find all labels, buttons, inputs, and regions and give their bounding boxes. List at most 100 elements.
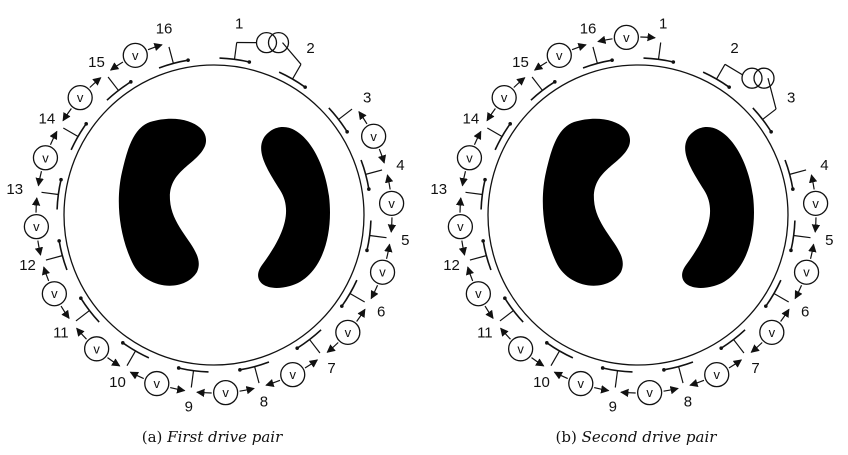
- source-coil-icon: [255, 32, 278, 54]
- voltmeter-icon: [122, 42, 148, 69]
- electrode-lead: [45, 255, 63, 261]
- electrode-terminal: [367, 187, 371, 191]
- electrode-9: 9: [176, 366, 209, 415]
- voltmeter-6-7: v: [750, 308, 790, 353]
- caption-label-b: (b): [555, 428, 577, 446]
- electrode-pad: [752, 107, 772, 133]
- electrode-pad: [360, 159, 370, 190]
- electrode-terminal: [295, 346, 299, 350]
- electrode-label-16: 16: [580, 21, 597, 38]
- electrode-4: 4: [784, 157, 829, 191]
- voltmeter-wire: [597, 35, 613, 44]
- voltmeter-label: v: [769, 325, 776, 340]
- voltmeter-label: v: [556, 48, 563, 63]
- voltmeter-9-10: v: [129, 370, 186, 397]
- electrode-label-11: 11: [477, 324, 493, 341]
- electrode-lead: [41, 191, 59, 196]
- electrode-lead: [678, 366, 684, 384]
- voltmeter-wire: [60, 305, 70, 320]
- voltmeter-icon: [67, 84, 93, 111]
- caption-label-a: (a): [141, 428, 163, 446]
- voltmeter-wire: [107, 357, 121, 367]
- electrode-lead: [773, 292, 789, 303]
- electrode-lead: [126, 350, 137, 366]
- voltmeter-14-15: v: [486, 77, 526, 122]
- electrode-12: 12: [19, 239, 68, 274]
- electrode-lead: [75, 310, 90, 322]
- electrode-terminal: [553, 80, 557, 84]
- electrode-5: 5: [789, 220, 834, 253]
- electrode-label-1: 1: [235, 16, 243, 33]
- tank-boundary: [63, 64, 365, 366]
- electrode-terminal: [610, 58, 614, 62]
- electrode-terminal: [481, 239, 485, 243]
- voltmeter-icon: [32, 145, 59, 171]
- voltmeter-wire: [794, 285, 803, 300]
- electrode-14: 14: [463, 111, 512, 151]
- electrode-label-7: 7: [327, 360, 335, 377]
- electrode-label-4: 4: [396, 157, 404, 174]
- electrode-lead: [614, 370, 619, 388]
- voltmeter-label: v: [42, 150, 49, 165]
- current-source: [236, 32, 302, 65]
- voltmeter-wire: [377, 148, 387, 164]
- voltmeter-icon: [360, 123, 387, 149]
- electrode-pad: [663, 361, 694, 371]
- electrode-lead: [789, 169, 807, 175]
- voltmeter-wire: [500, 327, 511, 340]
- electrode-terminal: [84, 122, 88, 126]
- voltmeter-icon: [447, 213, 474, 240]
- voltmeter-wire: [35, 171, 44, 187]
- electrode-label-13: 13: [430, 181, 447, 198]
- electrode-label-14: 14: [39, 111, 56, 128]
- electrode-lead: [715, 64, 726, 80]
- electrode-pad: [58, 240, 68, 271]
- electrode-label-8: 8: [260, 393, 268, 410]
- electrode-lead: [487, 127, 503, 138]
- voltmeter-wire: [147, 42, 163, 52]
- electrode-pad: [720, 329, 746, 349]
- electrode-lead: [793, 234, 811, 239]
- electrode-14: 14: [39, 111, 88, 151]
- voltmeter-12-13: v: [23, 197, 50, 256]
- voltmeter-label: v: [222, 385, 229, 400]
- electrode-label-12: 12: [443, 257, 460, 274]
- voltmeter-4-5: v: [378, 174, 405, 233]
- voltmeter-13-14: v: [456, 130, 483, 187]
- electrode-terminal: [303, 85, 307, 89]
- electrode-terminal: [186, 58, 190, 62]
- voltmeter-wire: [780, 308, 790, 322]
- electrode-label-6: 6: [377, 304, 385, 321]
- voltmeter-wire: [304, 359, 319, 369]
- electrode-label-15: 15: [512, 54, 529, 71]
- electrode-4: 4: [360, 157, 405, 191]
- voltmeter-label: v: [345, 325, 352, 340]
- voltmeter-label: v: [475, 286, 482, 301]
- inclusion-right: [258, 127, 330, 288]
- electrode-label-16: 16: [156, 21, 173, 38]
- voltmeter-wire: [553, 371, 568, 380]
- electrode-lead: [349, 292, 365, 303]
- voltmeter-wire: [49, 130, 58, 145]
- voltmeter-wire: [384, 243, 393, 259]
- electrode-lead: [338, 108, 353, 120]
- electrode-10: 10: [109, 341, 150, 391]
- voltmeter-wire: [513, 77, 526, 88]
- voltmeter-label: v: [132, 48, 139, 63]
- electrode-5: 5: [365, 220, 410, 253]
- voltmeter-icon: [41, 281, 68, 307]
- voltmeter-wire: [34, 240, 43, 256]
- source-coil-icon: [741, 67, 763, 89]
- electrode-label-13: 13: [6, 181, 23, 198]
- voltmeter-icon: [144, 370, 170, 397]
- electrode-lead: [499, 310, 514, 322]
- electrode-label-2: 2: [730, 40, 738, 57]
- voltmeter-wire: [486, 108, 496, 122]
- electrode-pad: [80, 297, 100, 323]
- electrode-label-9: 9: [609, 398, 617, 415]
- electrode-pad: [341, 279, 358, 307]
- voltmeter-label: v: [713, 367, 720, 382]
- electrode-terminal: [57, 239, 61, 243]
- source-coil-icon: [753, 67, 775, 89]
